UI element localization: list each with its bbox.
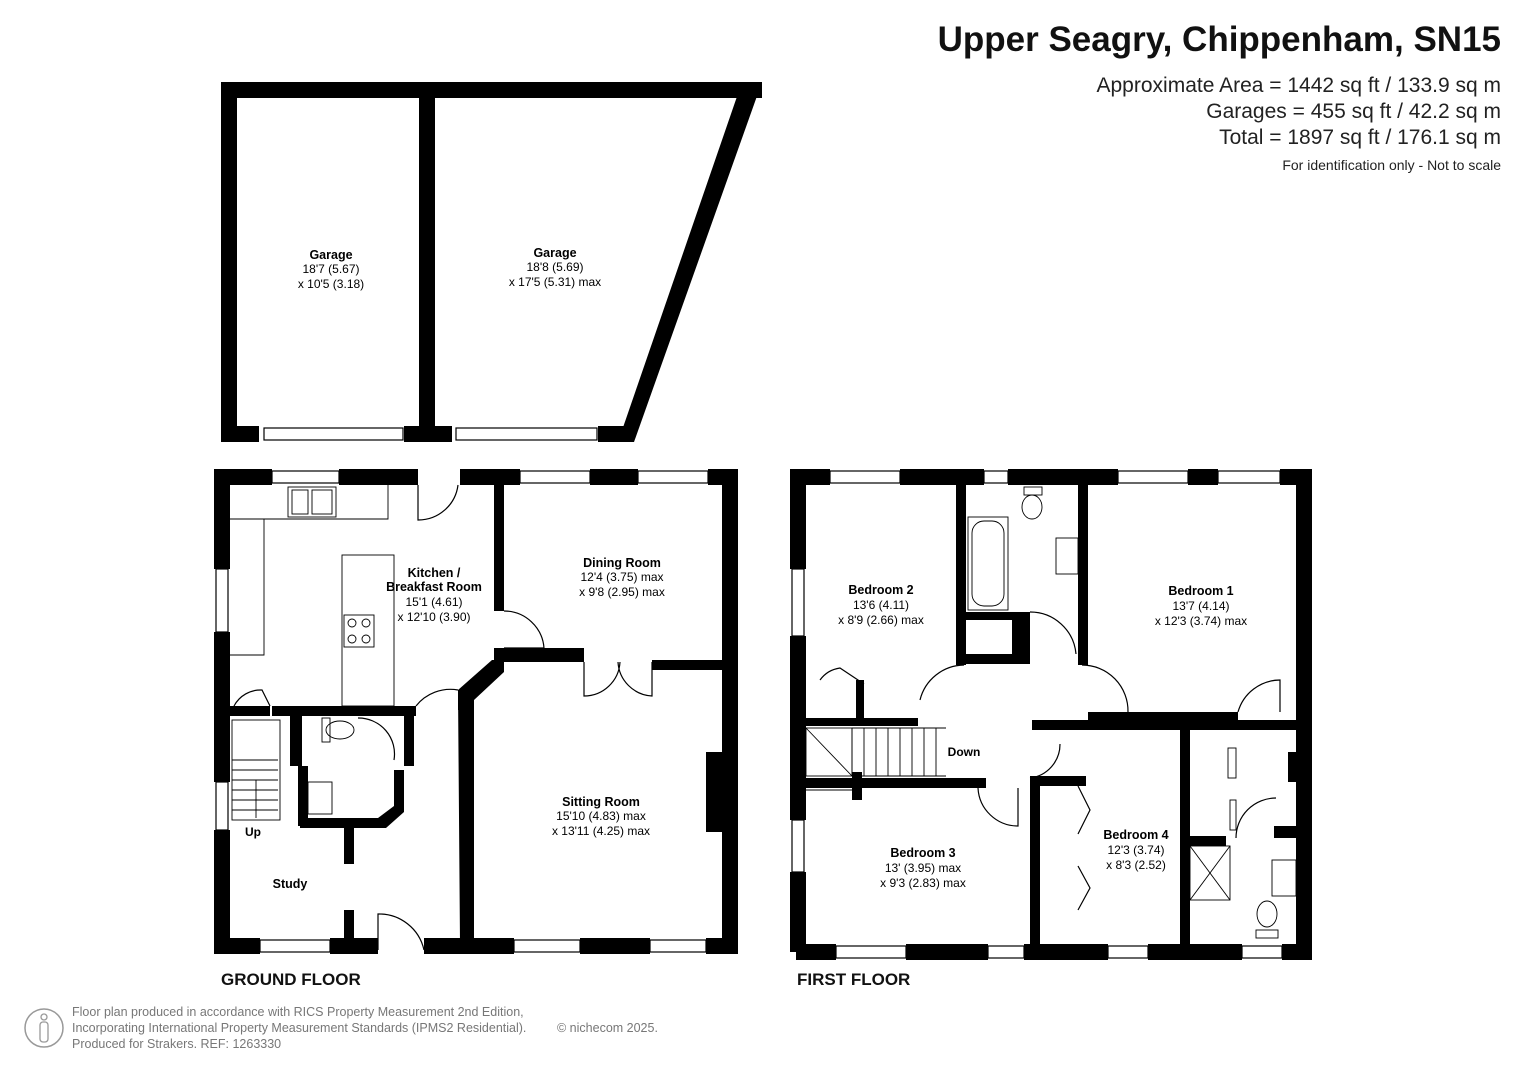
garage-door-left bbox=[263, 427, 404, 441]
footer-copyright: © nichecom 2025. bbox=[557, 1021, 658, 1035]
footer-line-1: Floor plan produced in accordance with R… bbox=[72, 1005, 524, 1019]
property-title: Upper Seagry, Chippenham, SN15 bbox=[937, 20, 1501, 59]
garage-right-dim-2: x 17'5 (5.31) max bbox=[509, 275, 601, 289]
bedroom2-dim-2: x 8'9 (2.66) max bbox=[838, 613, 924, 627]
dining-dim-1: 12'4 (3.75) max bbox=[581, 570, 664, 584]
garage-door-right bbox=[455, 427, 598, 441]
dining-dim-2: x 9'8 (2.95) max bbox=[579, 585, 665, 599]
sitting-name: Sitting Room bbox=[562, 795, 640, 809]
bedroom3-dim-1: 13' (3.95) max bbox=[885, 861, 961, 875]
approximate-area: Approximate Area = 1442 sq ft / 133.9 sq… bbox=[1096, 74, 1502, 97]
up-label: Up bbox=[245, 825, 261, 839]
garage-block bbox=[221, 82, 762, 442]
kitchen-name-2: Breakfast Room bbox=[386, 580, 482, 594]
scale-note: For identification only - Not to scale bbox=[1282, 157, 1501, 173]
bedroom2-name: Bedroom 2 bbox=[848, 583, 913, 597]
study-name: Study bbox=[273, 877, 308, 891]
sitting-dim-2: x 13'11 (4.25) max bbox=[552, 824, 650, 838]
garage-left-name: Garage bbox=[309, 248, 352, 262]
garages-area: Garages = 455 sq ft / 42.2 sq m bbox=[1206, 100, 1501, 123]
kitchen-dim-1: 15'1 (4.61) bbox=[406, 595, 463, 609]
total-area: Total = 1897 sq ft / 176.1 sq m bbox=[1219, 126, 1501, 149]
footer-line-2: Incorporating International Property Mea… bbox=[72, 1021, 527, 1035]
bedroom1-dim-2: x 12'3 (3.74) max bbox=[1155, 614, 1247, 628]
ground-floor-plan bbox=[214, 469, 738, 954]
bedroom4-dim-2: x 8'3 (2.52) bbox=[1106, 858, 1166, 872]
bedroom3-dim-2: x 9'3 (2.83) max bbox=[880, 876, 966, 890]
first-floor-plan bbox=[790, 469, 1312, 960]
footer-line-3: Produced for Strakers. REF: 1263330 bbox=[72, 1037, 282, 1051]
garage-left-dim-2: x 10'5 (3.18) bbox=[298, 277, 364, 291]
ground-floor-label: GROUND FLOOR bbox=[221, 970, 361, 989]
bedroom4-dim-1: 12'3 (3.74) bbox=[1108, 843, 1165, 857]
person-logo-icon bbox=[24, 1008, 64, 1048]
kitchen-name-1: Kitchen / bbox=[408, 566, 461, 580]
first-floor-label: FIRST FLOOR bbox=[797, 970, 911, 989]
bedroom1-dim-1: 13'7 (4.14) bbox=[1173, 599, 1230, 613]
bedroom1-name: Bedroom 1 bbox=[1168, 584, 1233, 598]
garage-left-dim-1: 18'7 (5.67) bbox=[303, 262, 360, 276]
sitting-dim-1: 15'10 (4.83) max bbox=[556, 809, 646, 823]
down-label: Down bbox=[948, 745, 981, 759]
garage-right-name: Garage bbox=[533, 246, 576, 260]
bedroom3-name: Bedroom 3 bbox=[890, 846, 955, 860]
room-labels: Garage 18'7 (5.67) x 10'5 (3.18) Garage … bbox=[245, 246, 1247, 891]
bedroom4-name: Bedroom 4 bbox=[1103, 828, 1168, 842]
garage-right-dim-1: 18'8 (5.69) bbox=[527, 260, 584, 274]
bedroom2-dim-1: 13'6 (4.11) bbox=[853, 598, 909, 612]
dining-name: Dining Room bbox=[583, 556, 661, 570]
kitchen-dim-2: x 12'10 (3.90) bbox=[397, 610, 470, 624]
